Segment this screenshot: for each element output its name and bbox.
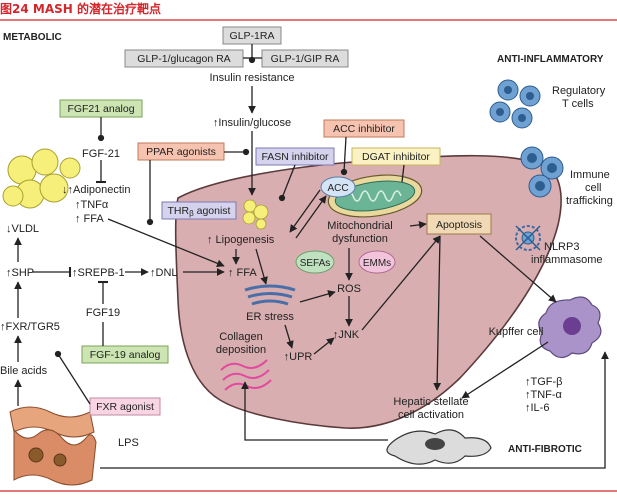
treg-text-2: T cells <box>562 98 594 110</box>
glp1-ira-box: GLP-1RA <box>222 26 282 45</box>
apoptosis-box: Apoptosis <box>426 213 492 235</box>
shp-text: ↑SHP <box>6 267 34 279</box>
fgf21-analog-label: FGF21 analog <box>67 103 134 115</box>
er-stress-text: ER stress <box>246 311 294 323</box>
thr-agonist-label: THRβ agonist <box>168 205 231 218</box>
dgat-inhibitor-box: DGAT inhibitor <box>351 147 441 166</box>
fxr-agonist-box: FXR agonist <box>89 397 161 416</box>
stellate-cell-icon <box>386 429 492 465</box>
upr-text: ↑UPR <box>284 351 313 363</box>
sefas-label: SEFAs <box>300 258 331 269</box>
lipogenesis-text: ↑ Lipogenesis <box>207 234 275 246</box>
fgf19-analog-box: FGF-19 analog <box>81 345 169 364</box>
jnk-text: ↑JNK <box>333 329 360 341</box>
nlrp3-text-1: NLRP3 <box>544 241 579 253</box>
glp1-glucagon-box: GLP-1/glucagon RA <box>124 49 244 68</box>
sefas-oval: SEFAs <box>295 250 335 274</box>
il6-text: ↑IL-6 <box>525 402 549 414</box>
fgf19-text: FGF19 <box>86 307 120 319</box>
insulin-resistance-text: Insulin resistance <box>210 72 295 84</box>
ppar-agonists-label: PPAR agonists <box>146 146 216 158</box>
mito-text-2: dysfunction <box>332 233 388 245</box>
acc-oval: ACC <box>320 176 356 198</box>
insulin-glucose-text: ↑Insulin/glucose <box>213 117 291 129</box>
ffa-left-text: ↑ FFA <box>75 213 104 225</box>
ppar-agonists-box: PPAR agonists <box>137 142 225 161</box>
intestine-icon <box>9 406 97 486</box>
dnl-text: ↑DNL <box>150 267 178 279</box>
fgf21-analog-box: FGF21 analog <box>59 99 143 118</box>
thr-agonist-box: THRβ agonist <box>161 201 237 220</box>
lipid-droplets-icon <box>242 199 269 230</box>
glp1-gip-label: GLP-1/GIP RA <box>271 53 340 65</box>
acc-inhibitor-label: ACC inhibitor <box>333 123 395 135</box>
acc-label: ACC <box>327 183 348 194</box>
glp1-gip-box: GLP-1/GIP RA <box>261 49 349 68</box>
mito-text-1: Mitochondrial <box>327 220 392 232</box>
dgat-inhibitor-label: DGAT inhibitor <box>362 151 430 163</box>
fasn-inhibitor-box: FASN inhibitor <box>255 147 335 166</box>
nlrp3-inflammasome-icon <box>515 225 541 251</box>
immune-text-1: Immune <box>570 169 610 181</box>
ros-text: ROS <box>337 283 361 295</box>
collagen-text-2: deposition <box>216 344 266 356</box>
emms-label: EMMs <box>363 258 391 269</box>
immune-text-2: cell <box>585 182 602 194</box>
connectors <box>14 44 609 469</box>
hsc-text-2: cell activation <box>398 409 464 421</box>
kupffer-cell-icon <box>538 296 602 359</box>
regulatory-t-cells-icon <box>489 79 541 129</box>
kupffer-text: Kupffer cell <box>489 326 544 338</box>
tnfa-text: ↑TNFα <box>75 199 109 211</box>
fasn-inhibitor-label: FASN inhibitor <box>261 151 329 163</box>
fgf21-text: FGF-21 <box>82 148 120 160</box>
lps-text: LPS <box>118 437 139 449</box>
fxr-tgr5-text: ↑FXR/TGR5 <box>0 321 60 333</box>
fgf19-analog-label: FGF-19 analog <box>90 349 161 361</box>
bile-acids-text: Bile acids <box>0 365 48 377</box>
section-anti-fibrotic: ANTI-FIBROTIC <box>508 444 582 455</box>
tgfb-text: ↑TGF-β <box>525 376 563 388</box>
section-metabolic: METABOLIC <box>3 32 62 43</box>
er-stress-icon <box>244 284 296 306</box>
glp1-ira-label: GLP-1RA <box>230 30 275 42</box>
immune-text-3: trafficking <box>566 195 613 207</box>
fxr-agonist-label: FXR agonist <box>96 401 154 413</box>
treg-text-1: Regulatory <box>552 85 606 97</box>
immune-cells-icon <box>520 146 564 198</box>
tnf-alpha-text: ↑TNF-α <box>525 389 563 401</box>
apoptosis-label: Apoptosis <box>436 219 482 231</box>
glp1-glucagon-label: GLP-1/glucagon RA <box>137 53 230 65</box>
fat-cells-icon <box>2 148 81 209</box>
collagen-text-1: Collagen <box>219 331 262 343</box>
adiponectin-text: ↓↑Adiponectin <box>62 184 131 196</box>
section-anti-inflammatory: ANTI-INFLAMMATORY <box>497 54 604 65</box>
vldl-text: ↓VLDL <box>6 223 39 235</box>
srepb1-text: ↑SREPB-1 <box>72 267 125 279</box>
emms-oval: EMMs <box>358 250 396 274</box>
acc-inhibitor-box: ACC inhibitor <box>323 119 405 138</box>
ffa-liver-text: ↑ FFA <box>228 267 257 279</box>
hsc-text-1: Hepatic stellate <box>393 396 468 408</box>
nlrp3-text-2: inflammasome <box>531 254 603 266</box>
figure-title: 图24 MASH 的潜在治疗靶点 <box>0 1 161 16</box>
